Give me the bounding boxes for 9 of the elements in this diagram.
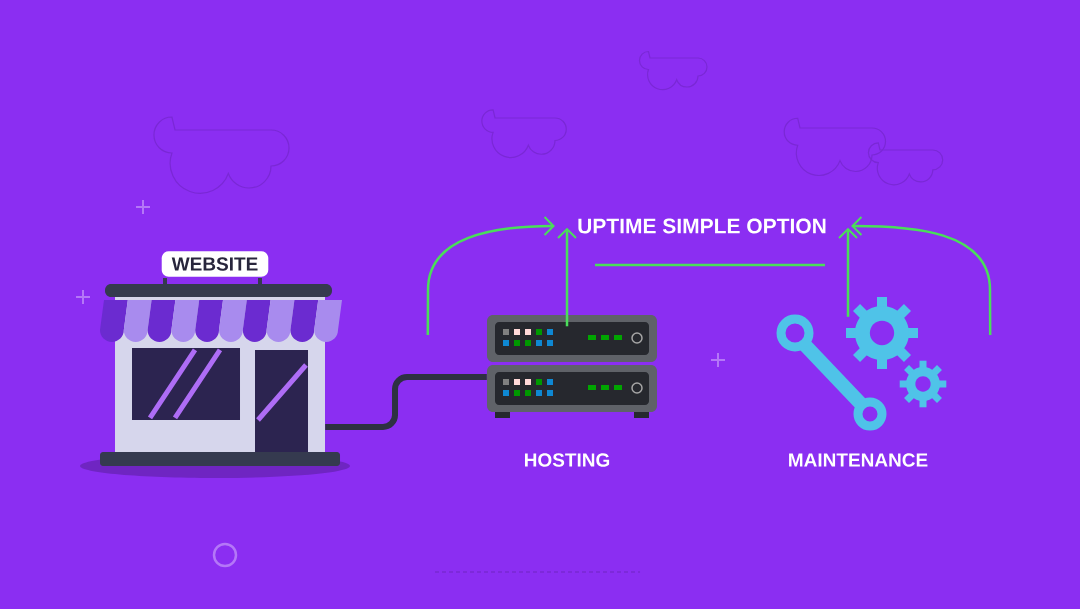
store-sign: WEBSITE [161, 251, 269, 277]
title: UPTIME SIMPLE OPTION [578, 218, 826, 234]
arrow [426, 216, 555, 335]
node-label: MAINTENANCE [789, 453, 928, 467]
node-label: HOSTING [525, 453, 610, 467]
arrow [838, 227, 858, 317]
arrow [851, 216, 992, 335]
cable [325, 374, 487, 430]
arrow [557, 227, 577, 327]
